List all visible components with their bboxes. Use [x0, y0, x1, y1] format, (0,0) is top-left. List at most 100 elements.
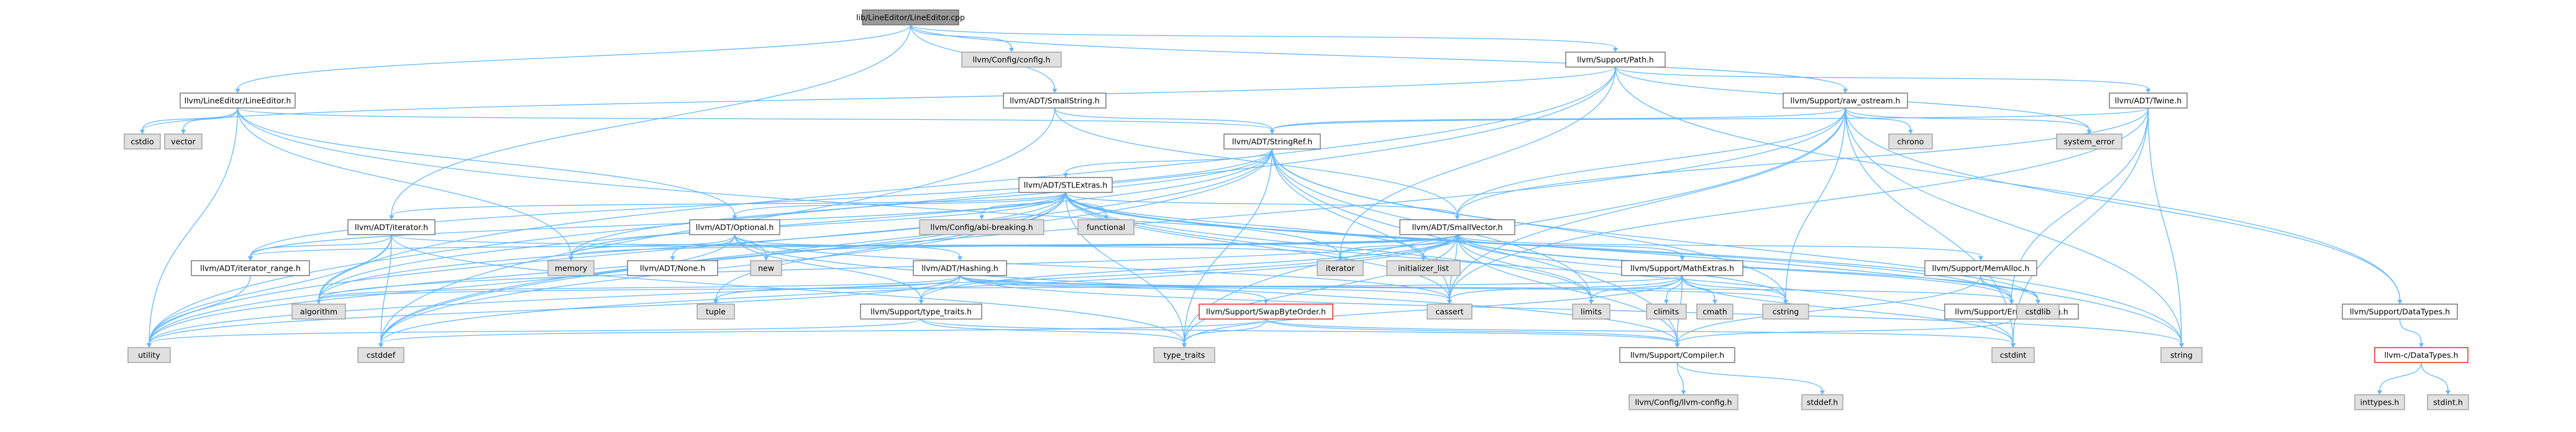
edge-cdatatypes-to-inttypes: [2377, 362, 2422, 395]
node-optional[interactable]: llvm/ADT/Optional.h: [689, 219, 780, 235]
node-box: [1888, 133, 1933, 150]
node-label: llvm/Support/Compiler.h: [1630, 351, 1724, 360]
node-box: [1317, 260, 1364, 276]
node-label: utility: [138, 351, 160, 360]
node-label: llvm/Support/Path.h: [1577, 55, 1654, 65]
node-llvmconfig: llvm/Config/llvm-config.h: [1628, 394, 1738, 410]
node-initlist: initializer_list: [1386, 260, 1461, 276]
node-rawostream[interactable]: llvm/Support/raw_ostream.h: [1783, 92, 1908, 109]
node-box: [347, 219, 436, 235]
edge-root-to-lineeditor: [235, 24, 911, 93]
node-box: [1223, 133, 1321, 150]
edge-rawostream-to-chrono: [1845, 107, 1913, 134]
node-compiler[interactable]: llvm/Support/Compiler.h: [1619, 347, 1735, 363]
edge-smallstring-to-smallvector: [1054, 107, 1460, 220]
node-box: [919, 219, 1044, 235]
edge-twine-to-smallvector: [1455, 107, 2149, 220]
node-label: stddef.h: [1807, 398, 1838, 407]
node-lineeditor[interactable]: llvm/LineEditor/LineEditor.h: [180, 92, 296, 109]
node-label: limits: [1581, 307, 1602, 317]
node-cstdint: cstdint: [1991, 347, 2035, 363]
edge-cdatatypes-to-stdint: [2421, 362, 2450, 395]
node-box: [1199, 304, 1333, 320]
edge-rawostream-to-datatypes: [1845, 107, 2403, 304]
node-stringref[interactable]: llvm/ADT/StringRef.h: [1223, 133, 1321, 150]
edge-mathextras-to-cassert: [1447, 275, 1683, 304]
node-hashing[interactable]: llvm/ADT/Hashing.h: [913, 260, 1007, 276]
edge-smallvector-to-iterrange: [248, 234, 1458, 261]
node-box: [2160, 347, 2203, 363]
node-new: new: [750, 260, 782, 276]
node-box: [1924, 260, 2037, 276]
node-none[interactable]: llvm/ADT/None.h: [627, 260, 718, 276]
node-box: [2056, 133, 2122, 150]
node-label: stdint.h: [2433, 398, 2463, 407]
node-box: [191, 260, 310, 276]
node-algorithm: algorithm: [291, 304, 346, 320]
node-box: [1565, 52, 1666, 68]
node-iterator: iterator: [1317, 260, 1364, 276]
node-iteratorh[interactable]: llvm/ADT/iterator.h: [347, 219, 436, 235]
edge-hashing-to-errorhandling: [959, 275, 2014, 304]
edge-smallvector-to-memalloc: [1456, 234, 1983, 261]
node-label: llvm/Support/raw_ostream.h: [1791, 96, 1901, 106]
node-box: [164, 133, 203, 150]
node-label: llvm/ADT/SmallVector.h: [1412, 223, 1502, 232]
node-box: [1427, 304, 1473, 320]
node-typetraitsh[interactable]: llvm/Support/type_traits.h: [860, 304, 982, 320]
edge-lineeditor-to-stringref: [237, 107, 1275, 134]
node-label: cstdio: [130, 137, 153, 146]
edge-typetraitsh-to-compiler: [920, 318, 1680, 348]
edge-smallvector-to-memory: [569, 234, 1458, 261]
edge-lineeditor-to-vector: [181, 107, 239, 134]
node-box: [180, 92, 296, 109]
node-box: [961, 52, 1062, 68]
node-twine[interactable]: llvm/ADT/Twine.h: [2109, 92, 2188, 109]
node-box: [357, 347, 404, 363]
node-box: [1762, 304, 1809, 320]
node-memalloc[interactable]: llvm/Support/MemAlloc.h: [1924, 260, 2037, 276]
node-label: tuple: [706, 307, 726, 317]
edge-typetraitsh-to-typetraits: [920, 318, 1187, 348]
node-label: llvm/ADT/SmallString.h: [1010, 96, 1100, 106]
node-cstring: cstring: [1762, 304, 1809, 320]
node-box: [1619, 347, 1735, 363]
node-label: cstring: [1773, 307, 1799, 317]
node-label: string: [2170, 351, 2193, 360]
edge-memalloc-to-cstdlib: [1980, 275, 2040, 304]
edge-iteratorh-to-utility: [147, 234, 392, 348]
node-label: initializer_list: [1398, 264, 1449, 273]
node-climits: climits: [1646, 304, 1687, 320]
edge-lineeditor-to-cstdio: [140, 107, 239, 134]
edge-smallvector-to-new: [764, 234, 1458, 261]
node-smallvector[interactable]: llvm/ADT/SmallVector.h: [1399, 219, 1515, 235]
node-path[interactable]: llvm/Support/Path.h: [1565, 52, 1666, 68]
node-vector: vector: [164, 133, 203, 150]
node-box: [1003, 92, 1107, 109]
node-stlextras[interactable]: llvm/ADT/STLExtras.h: [1018, 177, 1113, 193]
edge-rawostream-to-cstring: [1783, 107, 1846, 304]
node-cdatatypes[interactable]: llvm-c/DataTypes.h: [2374, 347, 2469, 363]
node-smallstring[interactable]: llvm/ADT/SmallString.h: [1003, 92, 1107, 109]
node-datatypes[interactable]: llvm/Support/DataTypes.h: [2342, 304, 2458, 320]
node-cmath: cmath: [1696, 304, 1733, 320]
edge-mathextras-to-algorithm: [316, 275, 1683, 304]
node-iterrange[interactable]: llvm/ADT/iterator_range.h: [191, 260, 310, 276]
node-cstddef: cstddef: [357, 347, 404, 363]
node-box: [913, 260, 1007, 276]
edge-stringref-to-stlextras: [1063, 148, 1273, 178]
node-box: [1783, 92, 1908, 109]
node-mathextras[interactable]: llvm/Support/MathExtras.h: [1621, 260, 1743, 276]
node-box: [1621, 260, 1743, 276]
edge-hashing-to-utility: [147, 275, 961, 348]
node-box: [1153, 347, 1215, 363]
edge-smallvector-to-mathextras: [1456, 234, 1685, 261]
edge-stlextras-to-optional: [732, 192, 1066, 220]
edge-twine-to-stringref: [1269, 107, 2149, 134]
edge-stlextras-to-iteratorh: [389, 192, 1066, 220]
edge-memalloc-to-errorhandling: [1980, 275, 2014, 304]
node-cstdlib: cstdlib: [2016, 304, 2060, 320]
node-swapbyteorder[interactable]: llvm/Support/SwapByteOrder.h: [1199, 304, 1333, 320]
node-label: llvm/Support/MathExtras.h: [1630, 264, 1734, 273]
